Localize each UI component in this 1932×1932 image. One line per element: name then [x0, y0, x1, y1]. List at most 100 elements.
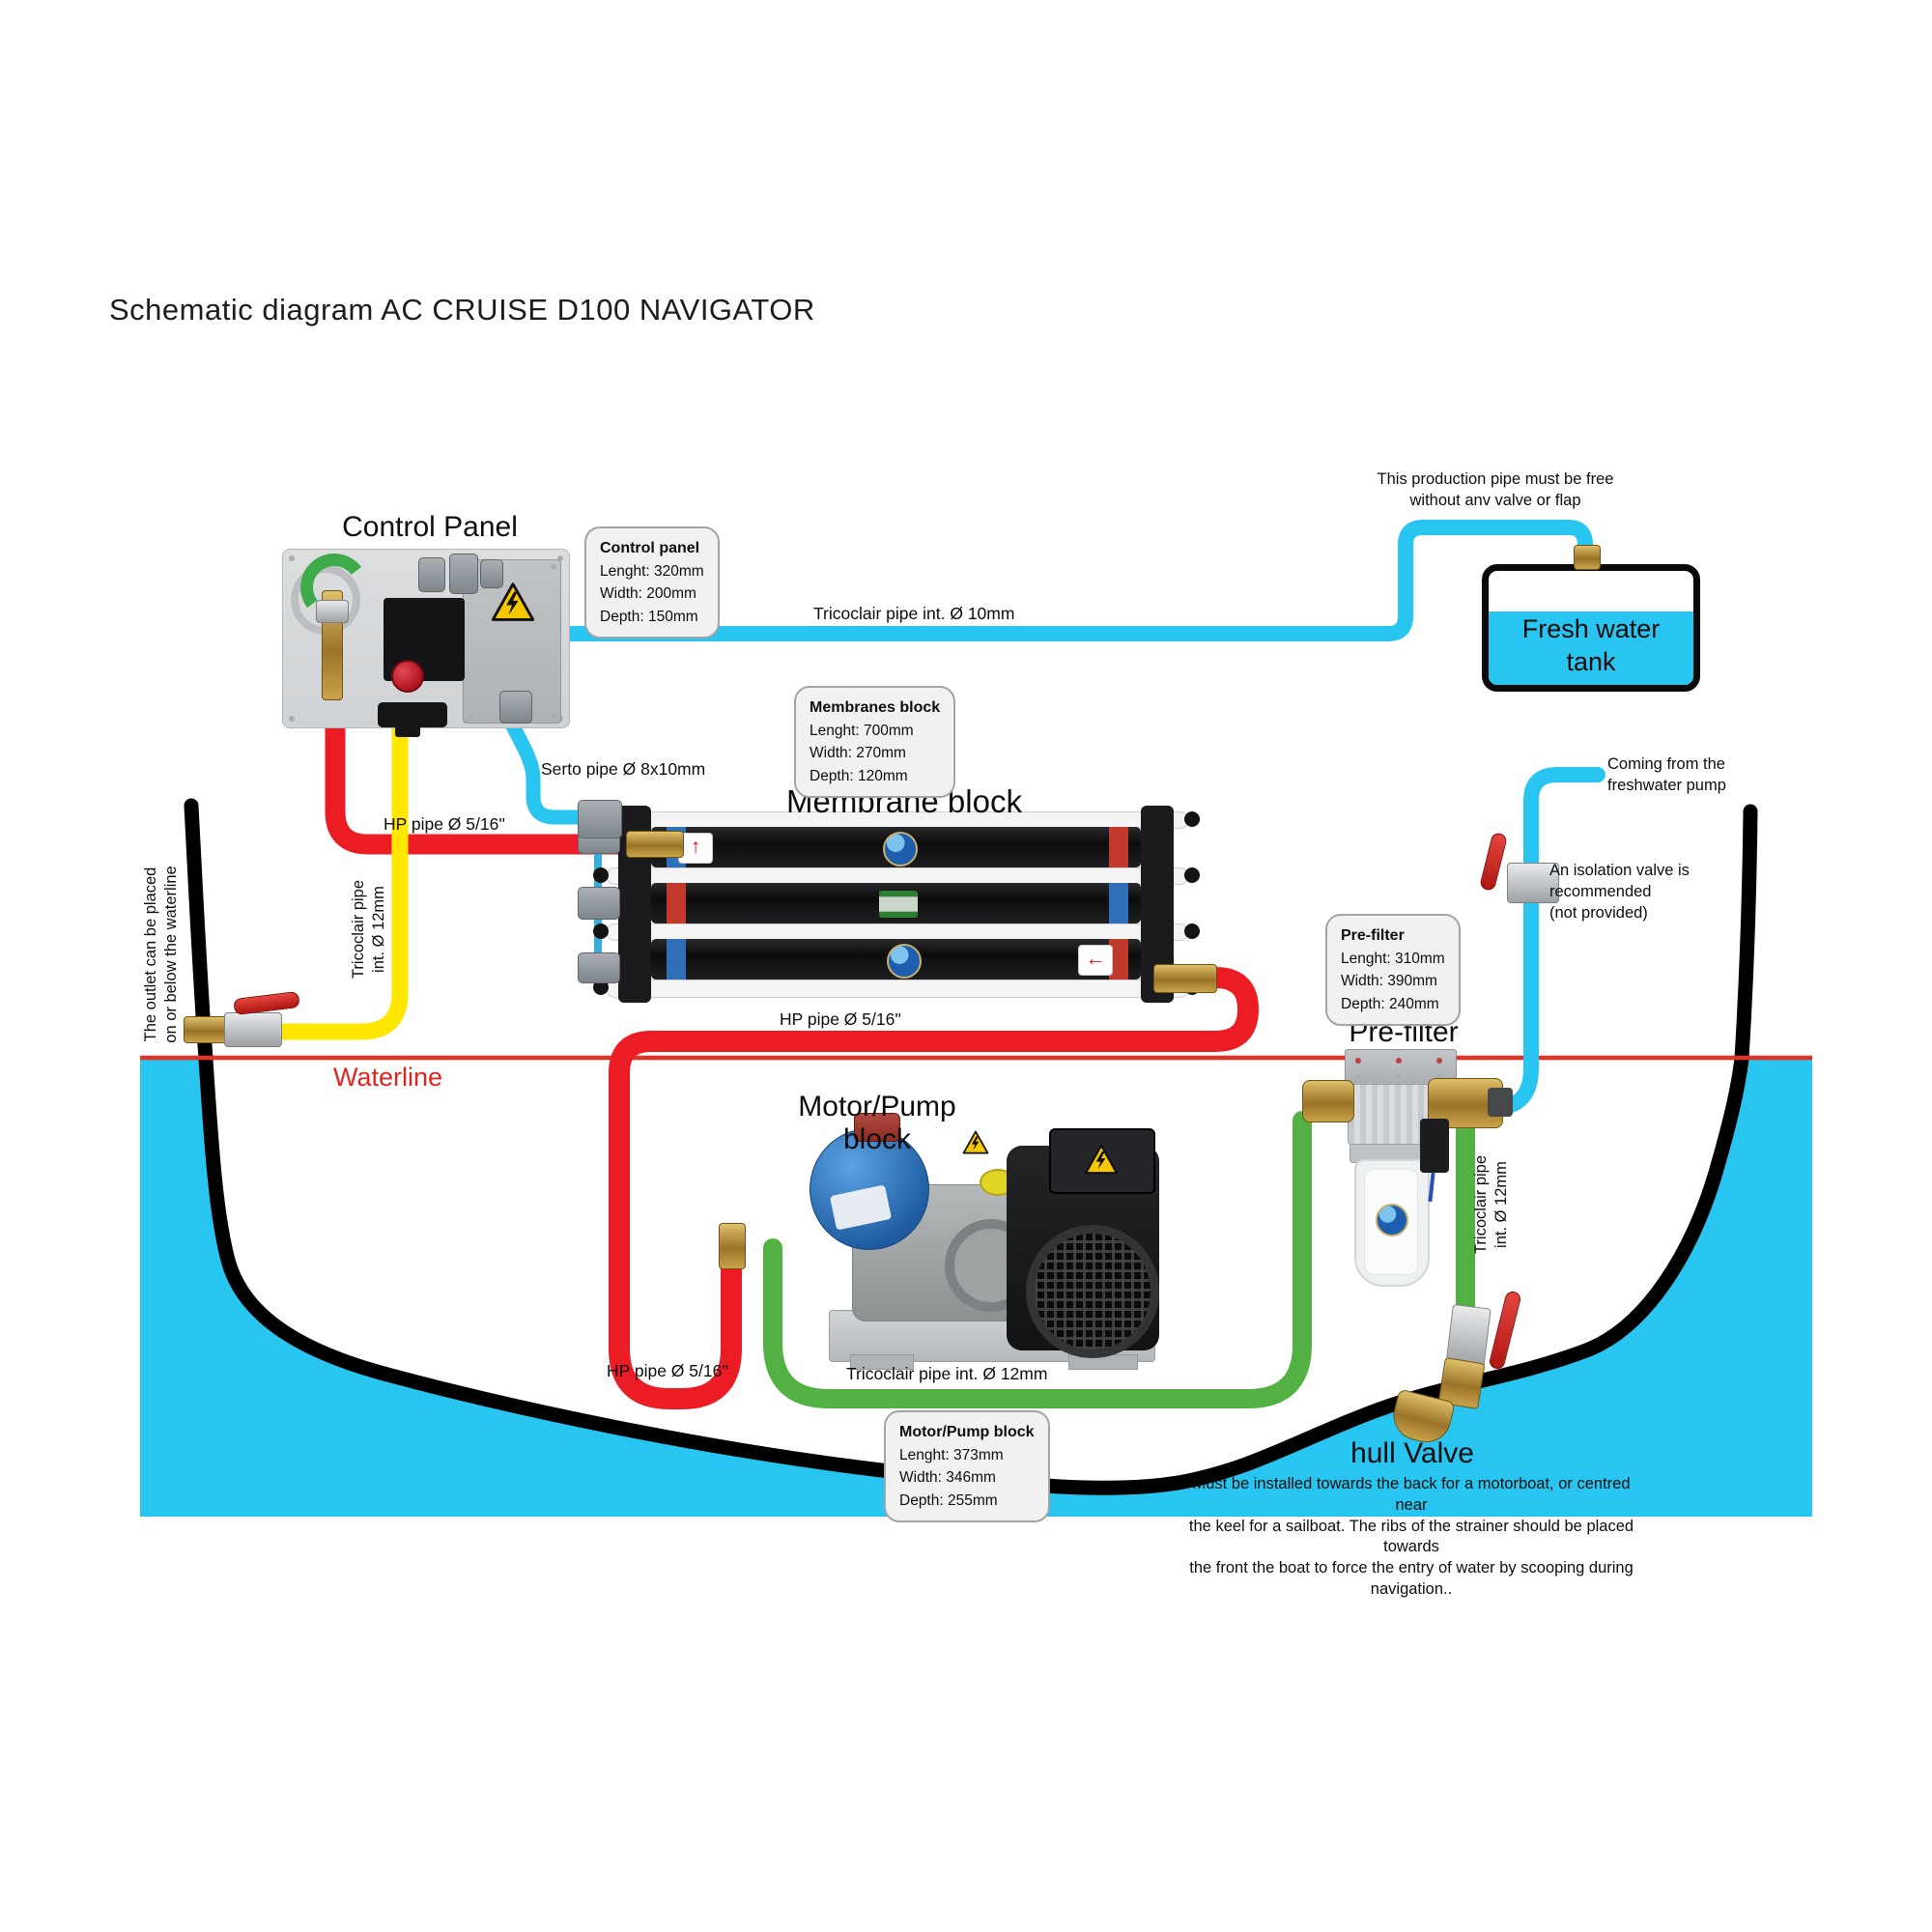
frame-tube [607, 980, 1188, 998]
gray-manifold-fitting [578, 887, 620, 920]
pipe-yellow-outlet [262, 714, 409, 1040]
pre-filter-left-elbow [1302, 1080, 1354, 1122]
screw-icon [1436, 1058, 1442, 1064]
screw-icon [289, 716, 295, 722]
pump-foot [850, 1354, 914, 1370]
spec-title: Motor/Pump block [899, 1424, 1035, 1440]
membrane-block-photo: ↑ ← [578, 806, 1217, 1003]
gray-fitting [449, 554, 478, 594]
membrane-green-label [879, 891, 918, 918]
spec-title: Membranes block [810, 699, 941, 716]
isolation-valve-note: An isolation valve is recommended (not p… [1549, 862, 1690, 922]
motor-pump-spec-box: Motor/Pump block Lenght: 373mm Width: 34… [884, 1410, 1050, 1522]
green-pipe-label: Tricoclair pipe int. Ø 12mm [846, 1364, 1048, 1383]
screw-icon [557, 555, 563, 561]
flow-arrow-icon: ↑ [678, 833, 713, 864]
tank-water-fill [1489, 611, 1693, 685]
pre-filter-spec-box: Pre-filter Lenght: 310mm Width: 390mm De… [1325, 914, 1461, 1026]
black-tee-stub [395, 724, 420, 737]
flow-arrow-icon: ← [1078, 945, 1113, 976]
screw-icon [551, 564, 556, 570]
hp-pipe-label-mid: HP pipe Ø 5/16'' [779, 1009, 902, 1029]
hp-inlet-fitting [626, 831, 684, 858]
spec-depth: Depth: 120mm [810, 767, 908, 784]
tank-inlet-fitting [1574, 545, 1601, 570]
hp-outlet-fitting [1153, 964, 1217, 993]
motor-fan-grille [1026, 1225, 1159, 1358]
hull-valve-note: Must be installed towards the back for a… [1188, 1475, 1634, 1598]
accumulator-cap [854, 1113, 900, 1142]
outlet-note-vertical: The outlet can be placed on or below the… [142, 866, 181, 1043]
pipe-production-blue [551, 520, 1593, 641]
motor-pump-label: Motor/Pump block [798, 1091, 956, 1155]
warning-triangle-icon [962, 1130, 989, 1159]
hp-pipe-label-bottom: HP pipe Ø 5/16'' [607, 1361, 729, 1380]
control-panel-photo [282, 549, 570, 737]
motor-junction-box [1049, 1128, 1155, 1194]
pressure-switch [1420, 1119, 1449, 1173]
control-panel-label: Control Panel [342, 511, 518, 543]
pipe-feed-blue [1486, 767, 1605, 1118]
screw-icon [1396, 1058, 1402, 1064]
pipe-hp-red-loop [609, 967, 1260, 1409]
screw-icon [1396, 1073, 1402, 1079]
outlet-valve-body [224, 1012, 282, 1047]
blue-band [667, 939, 686, 980]
spec-length: Lenght: 700mm [810, 723, 914, 739]
control-panel-spec-box: Control panel Lenght: 320mm Width: 200mm… [584, 526, 720, 639]
pipe-serto-blue [501, 711, 602, 825]
spec-depth: Depth: 255mm [899, 1492, 998, 1509]
black-tee-fitting [378, 702, 447, 727]
spec-width: Width: 390mm [1341, 973, 1437, 990]
membranes-spec-box: Membranes block Lenght: 700mm Width: 270… [794, 686, 956, 798]
screw-icon [1355, 1058, 1361, 1064]
blue-band [1109, 883, 1128, 923]
gray-manifold-fitting [578, 952, 620, 983]
page-title: Schematic diagram AC CRUISE D100 NAVIGAT… [109, 293, 815, 327]
fresh-water-tank: Fresh water tank [1482, 564, 1700, 692]
motor-pump-photo [792, 1111, 1159, 1376]
high-voltage-warning-icon [1084, 1144, 1119, 1179]
spec-width: Width: 270mm [810, 745, 906, 762]
production-pipe-label: Tricoclair pipe int. Ø 10mm [813, 604, 1015, 623]
screw-icon [468, 713, 473, 719]
hose-end-fitting [1488, 1088, 1513, 1117]
hull-valve-label: hull Valve [1350, 1437, 1474, 1469]
gray-elbow-fitting [499, 691, 532, 724]
spec-length: Lenght: 310mm [1341, 951, 1445, 967]
hull-outline [184, 798, 1758, 1495]
spec-length: Lenght: 320mm [600, 563, 704, 580]
serto-pipe-label: Serto pipe Ø 8x10mm [541, 759, 706, 779]
serto-elbow-fitting [578, 800, 622, 838]
coming-from-note: Coming from the freshwater pump [1607, 755, 1726, 794]
high-voltage-warning-icon [491, 582, 535, 627]
isolation-valve-body [1507, 863, 1559, 903]
end-knob [1184, 811, 1200, 827]
spec-depth: Depth: 240mm [1341, 995, 1439, 1012]
pump-inlet-fitting [719, 1223, 746, 1269]
red-band [1109, 939, 1128, 980]
gray-fitting [480, 559, 503, 588]
red-band [1109, 827, 1128, 867]
end-knob [1184, 923, 1200, 939]
end-knob [593, 867, 609, 883]
brand-logo-icon [887, 944, 922, 979]
screw-icon [1355, 1073, 1361, 1079]
pre-filter-bracket [1345, 1049, 1457, 1088]
green-pipe-label-vertical: Tricoclair pipe int. Ø 12mm [1472, 1154, 1511, 1255]
spec-width: Width: 200mm [600, 585, 696, 603]
yellow-pipe-label-vertical: Tricoclair pipe int. Ø 12mm [350, 879, 388, 980]
production-pipe-note: This production pipe must be free withou… [1377, 470, 1614, 509]
screw-icon [1436, 1073, 1442, 1079]
gray-fitting [418, 557, 445, 592]
tank-label: Fresh water tank [1521, 614, 1661, 676]
waterline-label: Waterline [333, 1063, 443, 1092]
spec-title: Pre-filter [1341, 927, 1405, 944]
red-valve-knob [391, 660, 424, 693]
pipe-hp-red-top [325, 712, 639, 855]
spec-width: Width: 346mm [899, 1469, 996, 1487]
compression-nut [316, 600, 349, 623]
screw-icon [551, 713, 556, 719]
spec-length: Lenght: 373mm [899, 1447, 1004, 1463]
